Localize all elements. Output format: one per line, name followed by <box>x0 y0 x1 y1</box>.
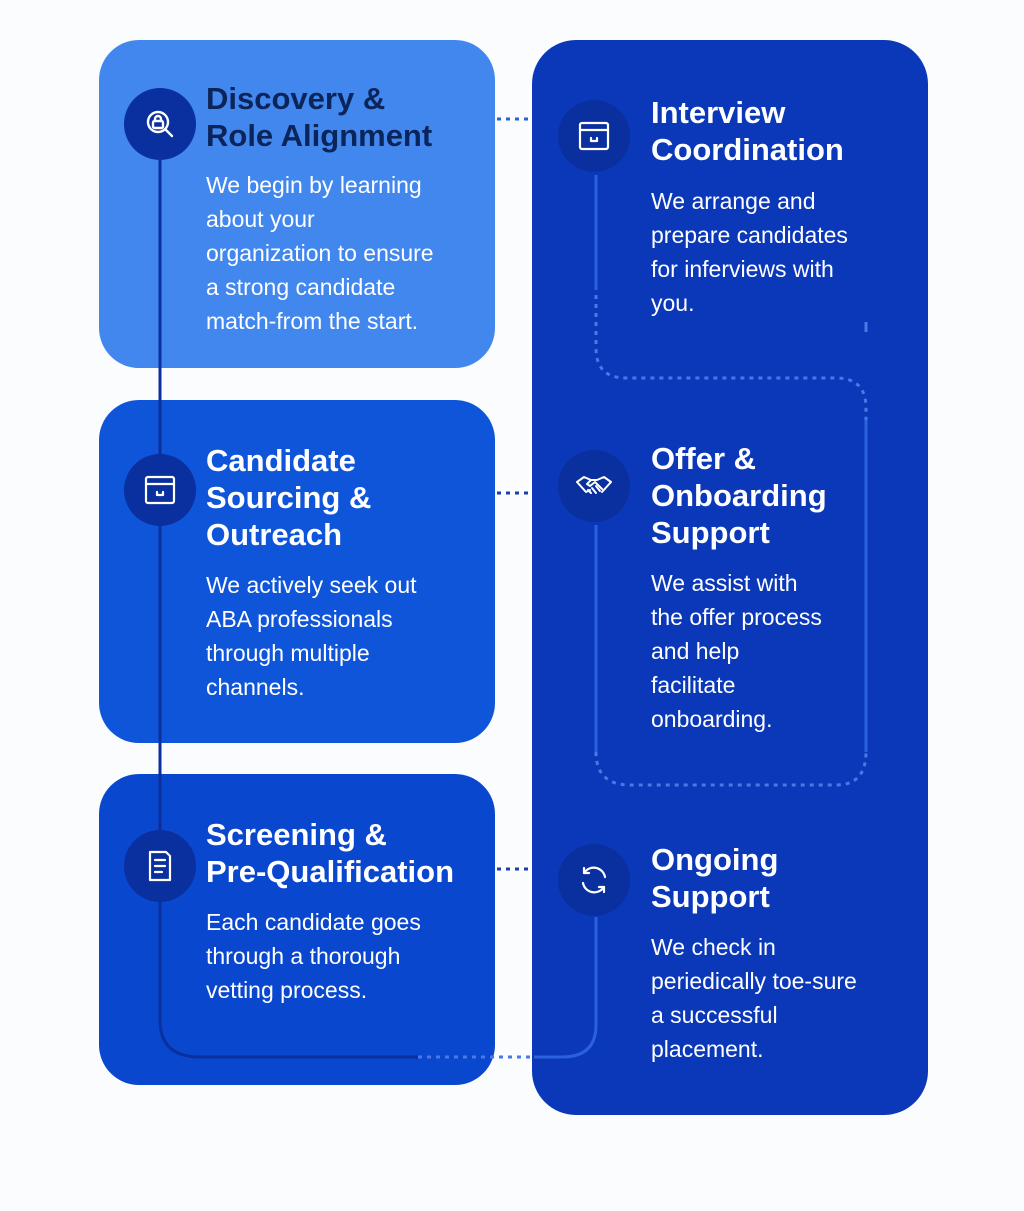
document-icon <box>124 830 196 902</box>
step-desc-ongoing: We check in periedically toe-sure a succ… <box>651 934 857 1062</box>
search-icon <box>124 88 196 160</box>
step-desc-offer: We assist with the offer process and hel… <box>651 570 822 732</box>
handshake-icon <box>558 450 630 522</box>
step-title-interview: Interview Coordination <box>651 95 844 167</box>
step-title-discovery: Discovery & Role Alignment <box>206 81 433 153</box>
step-title-ongoing: Ongoing Support <box>651 842 779 914</box>
step-desc-sourcing: We actively seek out ABA professionals t… <box>206 572 417 700</box>
step-title-screening: Screening & Pre-Qualification <box>206 817 455 889</box>
step-desc-interview: We arrange and prepare candidates for in… <box>651 188 848 316</box>
step-title-sourcing: Candidate Sourcing & Outreach <box>206 443 372 552</box>
inbox-icon <box>558 100 630 172</box>
inbox-icon <box>124 454 196 526</box>
step-desc-discovery: We begin by learning about your organiza… <box>206 172 434 334</box>
step-desc-screening: Each candidate goes through a thorough v… <box>206 909 421 1003</box>
right-steps-panel <box>532 40 928 1115</box>
refresh-icon <box>558 844 630 916</box>
step-title-offer: Offer & Onboarding Support <box>651 441 827 550</box>
